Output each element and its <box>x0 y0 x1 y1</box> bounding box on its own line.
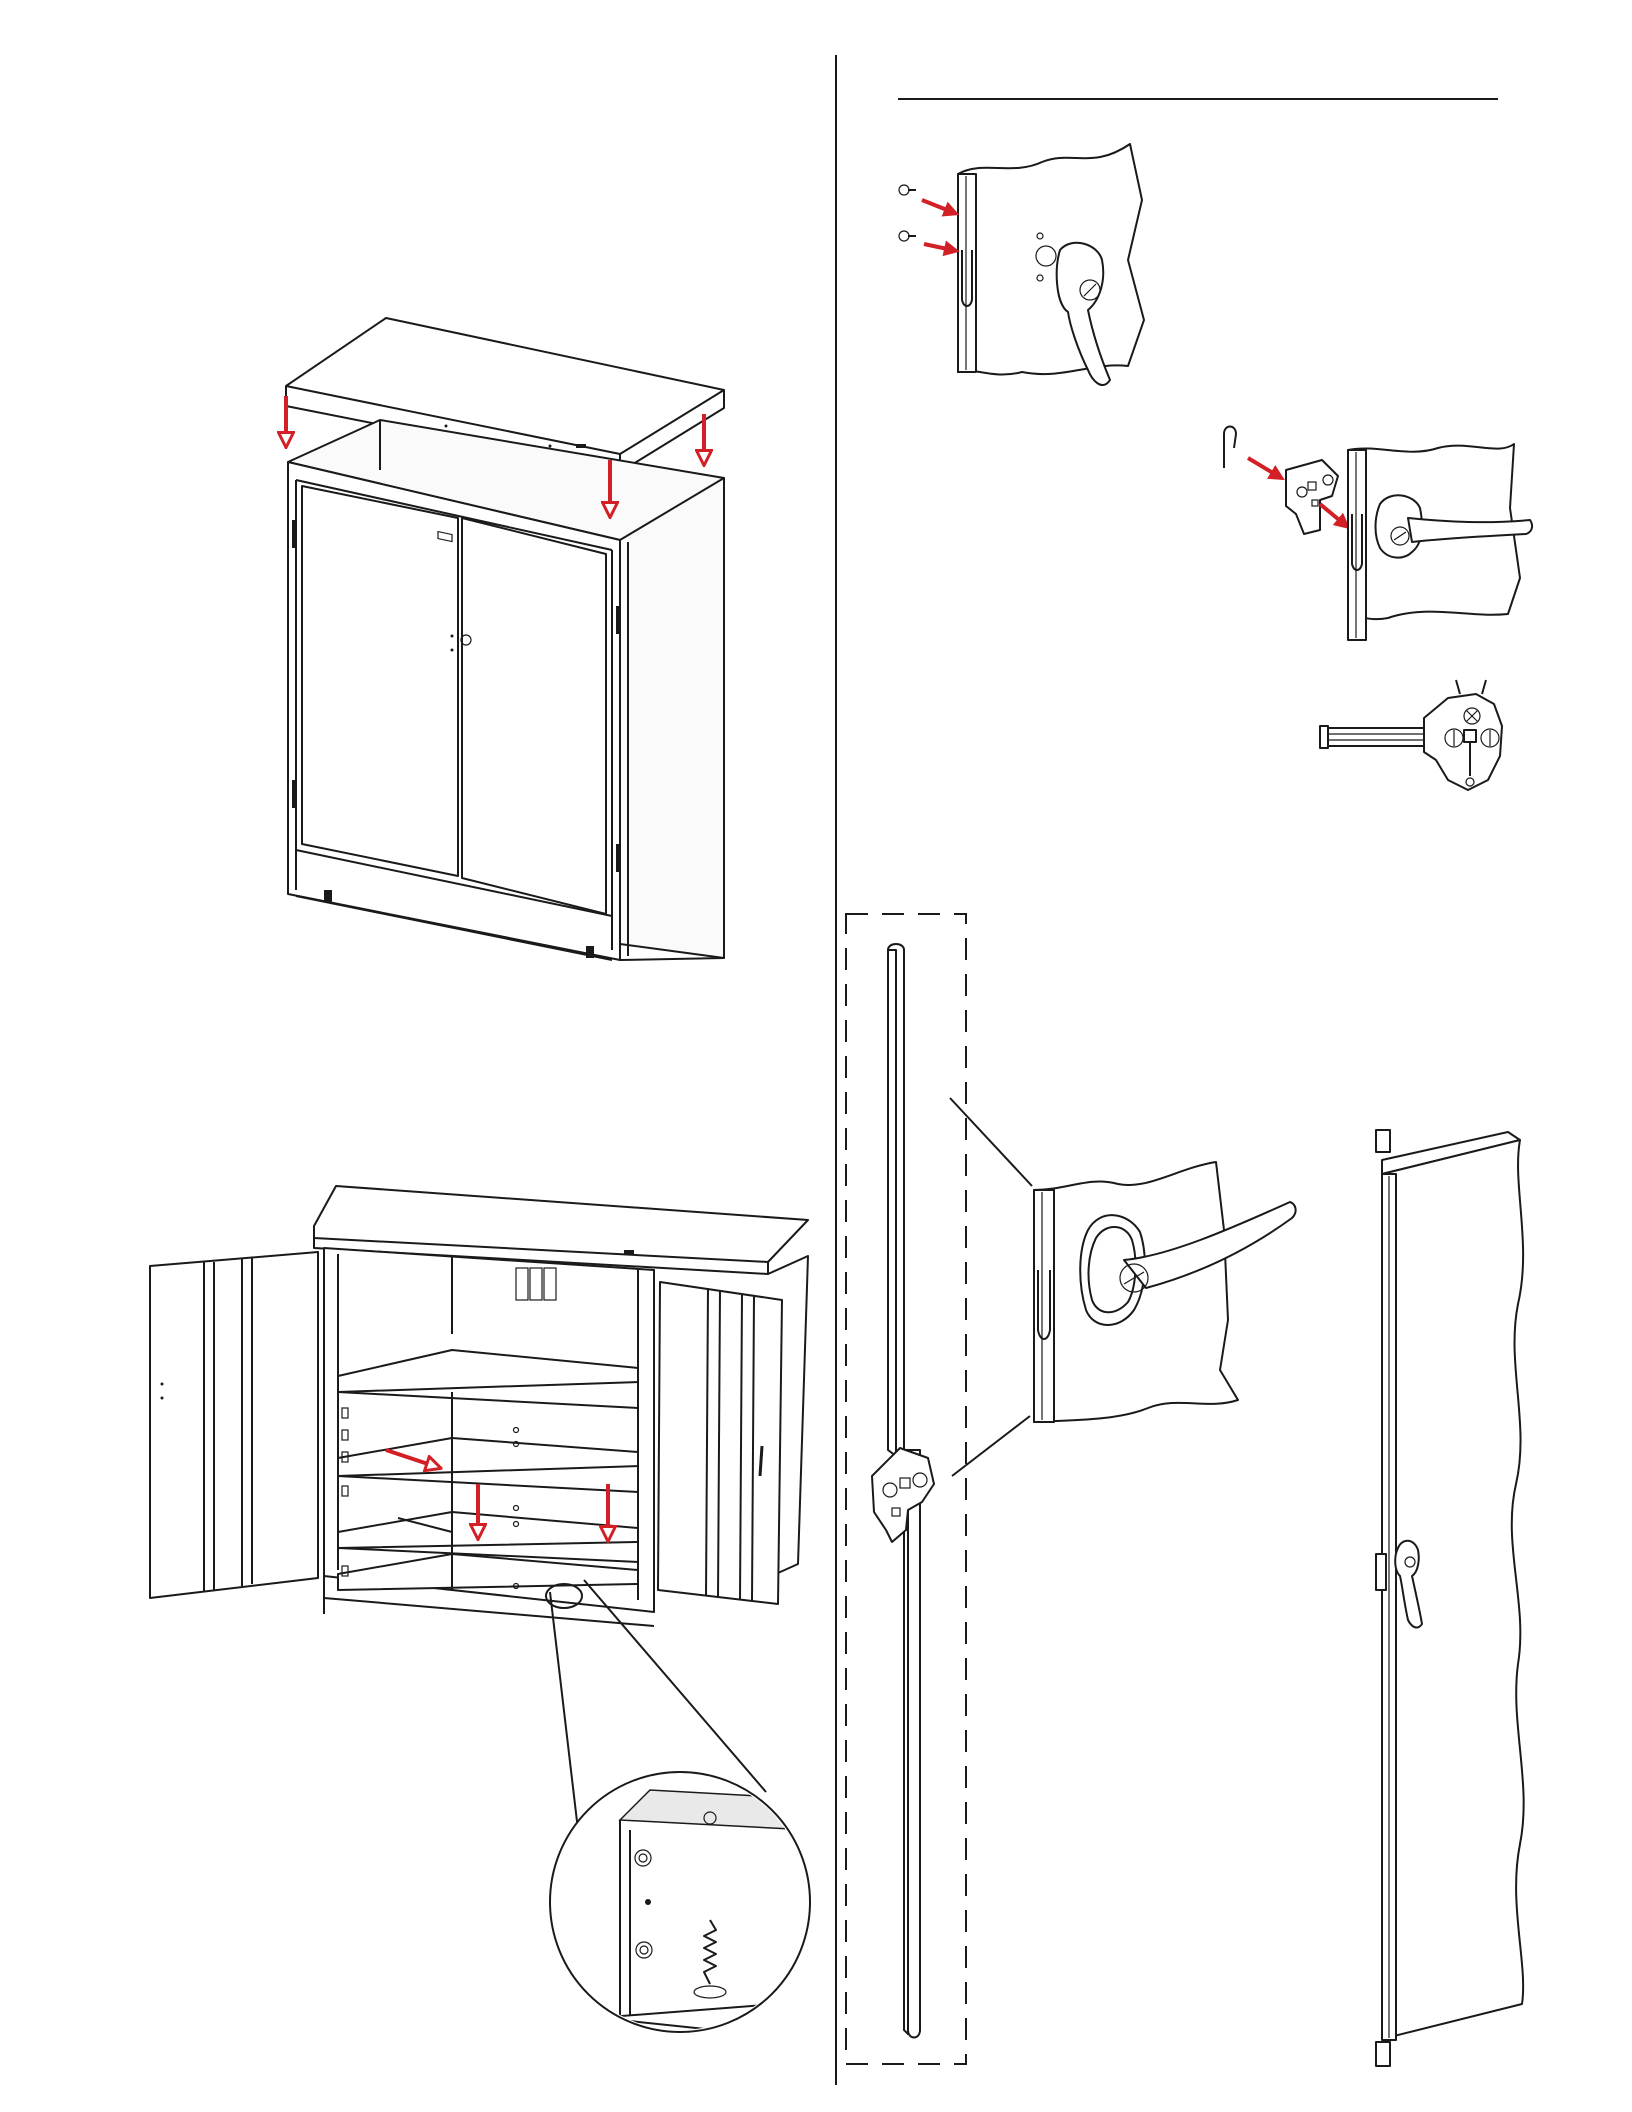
figure-shelf-detail <box>530 1580 820 2090</box>
figure-lock-bar <box>836 910 996 2080</box>
figure-handle-screws <box>892 140 1172 420</box>
figure-top-panel-install <box>280 310 740 970</box>
figure-latch-plate <box>1208 418 1538 648</box>
figure-shelf-install <box>148 1186 818 1616</box>
figure-latch-assembly <box>1318 676 1558 806</box>
header-rule <box>898 98 1498 100</box>
figure-tall-door <box>1372 1124 1542 2084</box>
figure-handle-detail <box>1028 1160 1318 1450</box>
